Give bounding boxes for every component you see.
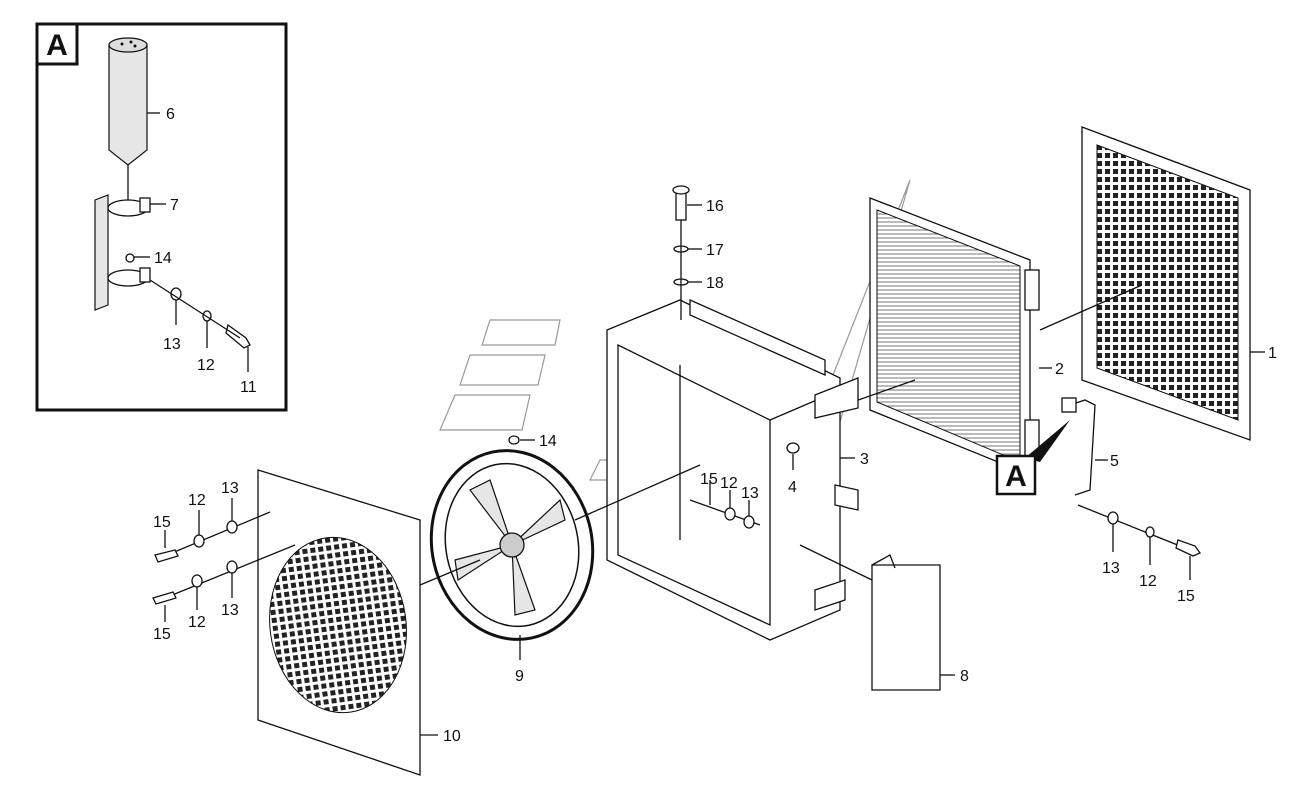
top-hardware xyxy=(672,185,702,320)
callout-18: 18 xyxy=(706,275,724,292)
callout-11: 11 xyxy=(240,379,257,396)
callout-5: 5 xyxy=(1110,453,1119,470)
callout-13-fan: 13 xyxy=(741,485,759,502)
callout-12-left-lower: 12 xyxy=(188,614,206,631)
front-grille-1 xyxy=(1039,126,1265,441)
callout-16: 16 xyxy=(706,198,724,215)
callout-labels: 1 2 3 4 5 6 7 8 9 10 11 12 13 14 14 15 1… xyxy=(153,106,1277,745)
callout-3: 3 xyxy=(860,451,869,468)
callout-14-detail: 14 xyxy=(154,250,172,267)
drier-bracket xyxy=(94,194,151,311)
callout-13-detail: 13 xyxy=(163,336,181,353)
callout-14-fan: 14 xyxy=(539,433,557,450)
callout-12-right: 12 xyxy=(1139,573,1157,590)
callout-4: 4 xyxy=(788,479,797,496)
callout-12-fan: 12 xyxy=(720,475,738,492)
callout-15-fan: 15 xyxy=(700,471,718,488)
callout-10: 10 xyxy=(443,728,461,745)
callout-13-right: 13 xyxy=(1102,560,1120,577)
detail-a-reference: A xyxy=(995,420,1070,496)
callout-12-left-upper: 12 xyxy=(188,492,206,509)
fan-grille-10 xyxy=(257,469,438,776)
fan-9 xyxy=(419,435,701,660)
callout-9: 9 xyxy=(515,668,524,685)
frame-3 xyxy=(606,298,873,641)
fan-hardware xyxy=(689,480,761,529)
left-hardware xyxy=(152,498,296,622)
callout-15-left-upper: 15 xyxy=(153,514,171,531)
right-hardware xyxy=(1077,504,1201,580)
callout-8: 8 xyxy=(960,668,969,685)
callout-1: 1 xyxy=(1268,345,1277,362)
callout-13-left-upper: 13 xyxy=(221,480,239,497)
callout-15-left-lower: 15 xyxy=(153,626,171,643)
detail-a-reference-letter: A xyxy=(1005,460,1027,493)
cover-8 xyxy=(871,554,955,691)
callout-6: 6 xyxy=(166,106,175,123)
callout-17: 17 xyxy=(706,242,724,259)
callout-2: 2 xyxy=(1055,361,1064,378)
detail-a-letter: A xyxy=(46,29,68,62)
pipe-5 xyxy=(1061,397,1108,496)
callout-12-detail: 12 xyxy=(197,357,215,374)
condenser-2 xyxy=(829,197,1052,476)
callout-13-left-lower: 13 xyxy=(221,602,239,619)
callout-7: 7 xyxy=(170,197,179,214)
receiver-drier xyxy=(108,37,148,200)
detail-a-panel: A xyxy=(35,22,288,412)
callout-15-right: 15 xyxy=(1177,588,1195,605)
